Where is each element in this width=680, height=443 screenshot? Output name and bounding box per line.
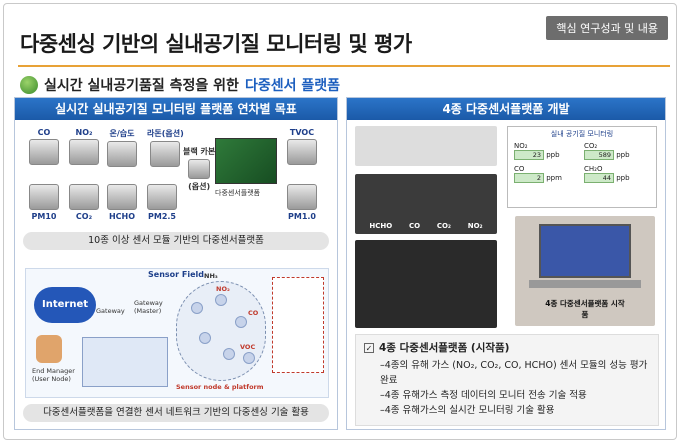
node-no2: NO₂	[216, 285, 230, 293]
sensor-tvoc: TVOC	[287, 128, 317, 167]
subtitle-highlight: 다중센서 플랫폼	[244, 78, 340, 94]
end-manager-label: End Manager (User Node)	[32, 367, 75, 383]
sensor-image	[150, 141, 181, 167]
internet-cloud: Internet	[34, 287, 96, 323]
sensor-image	[69, 184, 99, 210]
sensor-modules-image	[355, 126, 497, 166]
section-tag: 핵심 연구성과 및 내용	[546, 16, 668, 40]
left-panel-heading: 실시간 실내공기질 모니터링 플랫폼 연차별 목표	[15, 98, 337, 120]
platform-board-image	[215, 138, 277, 184]
sensor-image	[107, 184, 137, 210]
sensor-co2: CO₂	[69, 182, 99, 221]
end-manager-person-image	[36, 335, 62, 363]
sensor-image	[69, 139, 99, 165]
sensor-no2: NO₂	[69, 128, 99, 167]
page-title: 다중센싱 기반의 실내공기질 모니터링 및 평가	[20, 32, 412, 56]
sensor-image	[188, 159, 211, 179]
sensor-node	[199, 332, 211, 344]
sensor-image	[287, 139, 317, 165]
sensor-image	[107, 141, 137, 167]
sensor-node	[243, 352, 255, 364]
sensor-node	[235, 316, 247, 328]
right-panel-heading: 4종 다중센서플랫폼 개발	[347, 98, 665, 120]
leaf-icon	[20, 76, 38, 94]
left-panel: 실시간 실내공기질 모니터링 플랫폼 연차별 목표 CO NO₂ 온/습도 라돈…	[14, 97, 338, 430]
node-co: CO	[248, 309, 259, 317]
node-voc: VOC	[240, 343, 256, 351]
list-item: –4종의 유해 가스 (NO₂, CO₂, CO, HCHO) 센서 모듈의 성…	[380, 360, 648, 386]
subtitle-text: 실시간 실내공기품질 측정을 위한	[44, 78, 239, 94]
sensor-temp-humidity: 온/습도	[107, 128, 137, 169]
laptop-screen	[539, 224, 631, 278]
sensor-node	[223, 348, 235, 360]
caption-network: 다중센서플랫폼을 연결한 센서 네트워크 기반의 다중센싱 기술 활용	[23, 404, 329, 422]
sensor-hcho: HCHO	[107, 182, 137, 221]
list-item: –4종 유해가스의 실시간 모니터링 기술 활용	[380, 405, 555, 416]
sensor-pm10: PM10	[29, 182, 59, 221]
sensor-image	[287, 184, 317, 210]
protocol-stack	[82, 337, 168, 387]
network-diagram: Internet Gateway Gateway (Master) Sensor…	[25, 268, 329, 398]
prototype-label: 4종 다중센서플랫폼 시작품	[545, 299, 625, 319]
list-header: ✓4종 다중센서플랫폼 (시작품)	[364, 342, 510, 354]
platform-closed-photo	[355, 240, 497, 328]
sensor-image	[29, 184, 59, 210]
board-labels: HCHO CO CO₂ NO₂	[369, 222, 483, 230]
monitoring-system	[272, 277, 324, 373]
right-panel: 4종 다중센서플랫폼 개발 HCHO CO CO₂ NO₂ 실내 공기질 모니터…	[346, 97, 666, 430]
sensor-node	[215, 294, 227, 306]
sensor-pm1: PM1.0	[287, 182, 317, 221]
sensor-pm25: PM2.5	[147, 182, 177, 221]
subtitle: 실시간 실내공기품질 측정을 위한 다중센서 플랫폼	[20, 75, 340, 95]
sensor-field-label: Sensor Field	[148, 270, 204, 279]
title-underline	[18, 65, 670, 67]
list-item: –4종 유해가스 측정 데이터의 모니터 전송 기술 적용	[380, 390, 587, 401]
sensor-radon: 라돈(옵션)	[147, 128, 184, 169]
laptop-prototype-photo: 4종 다중센서플랫폼 시작품	[515, 216, 655, 326]
sensor-field	[176, 281, 266, 381]
node-nh3: NH₃	[204, 272, 218, 280]
node-platform-label: Sensor node & platform	[176, 383, 264, 391]
checkbox-icon: ✓	[364, 342, 374, 353]
gateway-master-label: Gateway (Master)	[134, 299, 163, 315]
sensor-co: CO	[29, 128, 59, 167]
gateway-label: Gateway	[96, 307, 125, 315]
sensor-black-carbon: 블랙 카본(옵션)	[183, 147, 216, 191]
platform-board-label: 다중센서플랫폼	[215, 189, 261, 197]
screen-title: 실내 공기질 모니터링	[550, 130, 614, 138]
caption-platform: 10종 이상 센서 모듈 기반의 다중센서플랫폼	[23, 232, 329, 250]
prototype-list: ✓4종 다중센서플랫폼 (시작품) –4종의 유해 가스 (NO₂, CO₂, …	[355, 334, 659, 426]
platform-open-photo	[355, 174, 497, 234]
sensor-image	[147, 184, 177, 210]
sensor-image	[29, 139, 59, 165]
sensor-node	[191, 302, 203, 314]
laptop-base	[529, 280, 641, 288]
